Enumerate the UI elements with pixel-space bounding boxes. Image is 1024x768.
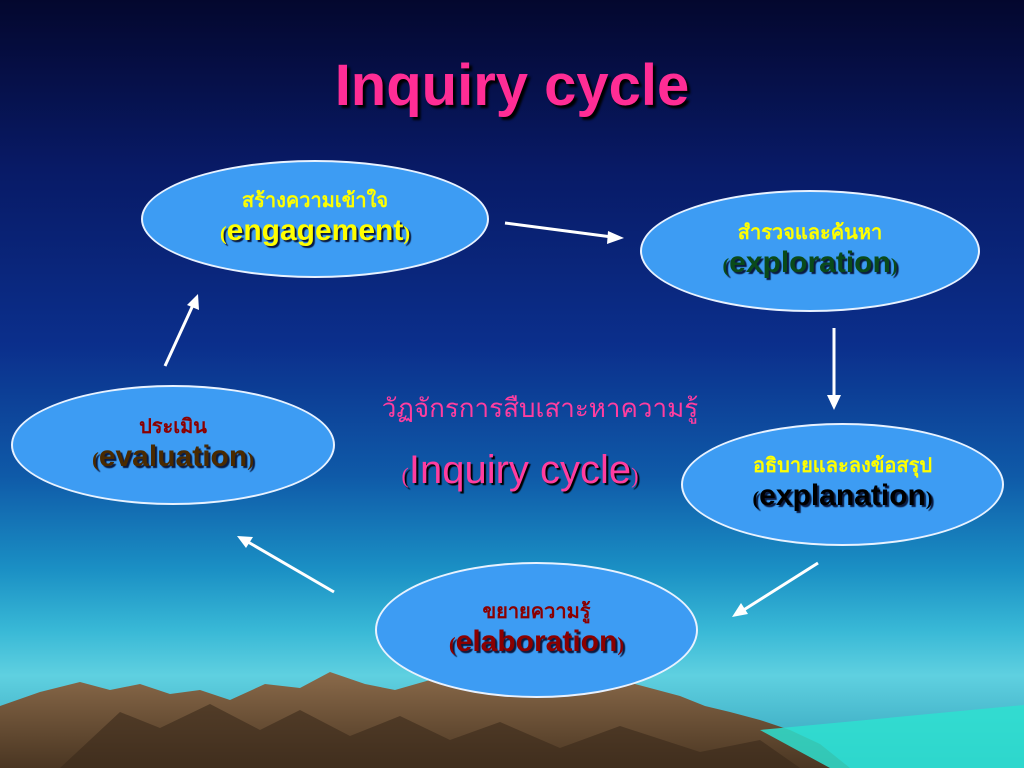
center-label-eng: Inquiry cycle xyxy=(408,448,632,492)
node-explanation: อธิบายและลงข้อสรุป (explanation) xyxy=(681,423,1004,546)
node-elaboration-eng-line: (elaboration) xyxy=(448,624,625,658)
arrow-elaboration-to-evaluation xyxy=(247,540,335,594)
arrow-explanation-to-elaboration xyxy=(741,561,819,613)
arrowhead-explanation xyxy=(827,395,841,410)
node-exploration-eng: exploration xyxy=(729,245,891,279)
node-explanation-thai: อธิบายและลงข้อสรุป xyxy=(752,453,933,477)
arrow-engagement-to-exploration xyxy=(504,221,613,239)
arrow-evaluation-to-engagement xyxy=(163,304,195,367)
node-engagement-thai: สร้างความเข้าใจ xyxy=(241,187,389,212)
arrowhead-evaluation xyxy=(237,536,253,548)
arrowhead-exploration xyxy=(607,231,624,244)
node-exploration-eng-line: (exploration) xyxy=(722,245,898,279)
node-elaboration: ขยายความรู้ (elaboration) xyxy=(375,562,698,698)
slide-title: Inquiry cycle xyxy=(334,53,690,118)
cycle-arrows xyxy=(163,221,836,613)
center-label-eng-line: (Inquiry cycle) xyxy=(401,448,639,492)
node-exploration: สำรวจและค้นหา (exploration) xyxy=(640,190,980,312)
arrowhead-elaboration xyxy=(732,603,748,617)
node-elaboration-eng: elaboration xyxy=(455,624,618,658)
mountain-shadow xyxy=(60,704,800,768)
arrowheads xyxy=(187,231,841,617)
node-exploration-thai: สำรวจและค้นหา xyxy=(737,219,883,244)
center-label-thai: วัฏจักรการสืบเสาะหาความรู้ xyxy=(381,394,699,424)
node-evaluation-thai: ประเมิน xyxy=(139,413,207,438)
arrowhead-engagement xyxy=(187,294,199,310)
sea-water xyxy=(760,705,1024,768)
node-evaluation-eng-line: (evaluation) xyxy=(92,439,254,473)
node-evaluation: ประเมิน (evaluation) xyxy=(11,385,335,505)
node-elaboration-thai: ขยายความรู้ xyxy=(482,598,591,623)
node-explanation-eng-line: (explanation) xyxy=(752,479,933,512)
node-evaluation-eng: evaluation xyxy=(98,439,248,473)
node-engagement: สร้างความเข้าใจ (engagement) xyxy=(141,160,489,278)
node-engagement-eng: engagement xyxy=(226,213,404,247)
node-explanation-eng: explanation xyxy=(759,479,926,512)
node-engagement-eng-line: (engagement) xyxy=(219,213,411,247)
